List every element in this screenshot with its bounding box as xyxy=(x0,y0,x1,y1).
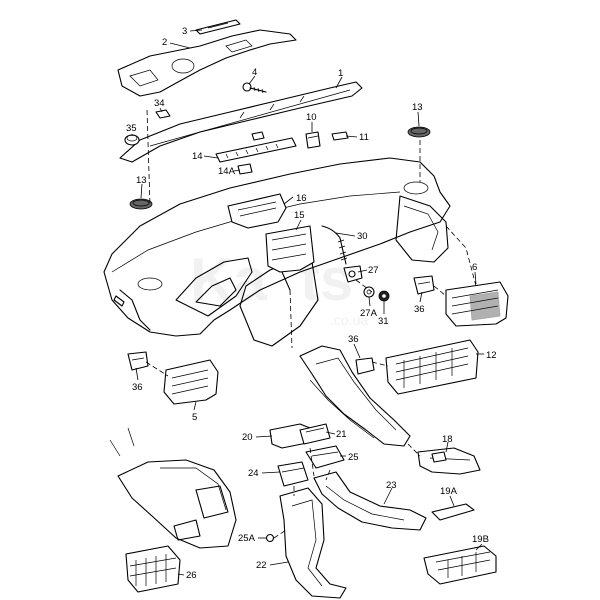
svg-text:.co.ua: .co.ua xyxy=(330,312,368,328)
part-22-floor-duct xyxy=(279,487,347,599)
part-2-upper-trim-panel xyxy=(117,29,297,97)
part-27A-washer xyxy=(363,286,375,298)
callout-5: 5 xyxy=(192,412,197,423)
callout-20: 20 xyxy=(242,432,253,443)
assembly-lines xyxy=(145,109,477,539)
part-10-sensor xyxy=(305,131,321,149)
callout-13-right: 13 xyxy=(412,102,423,113)
part-4-screw xyxy=(242,82,267,94)
part-13-speaker-grille-left xyxy=(129,198,153,210)
part-3-trim-strip xyxy=(195,19,241,35)
part-5-side-vent-left xyxy=(163,359,219,405)
callout-27A: 27A xyxy=(360,308,378,319)
part-36-bracket-middle xyxy=(355,357,375,375)
part-25A-clip xyxy=(265,533,275,543)
rear-console-inset xyxy=(109,427,237,549)
callout-12: 12 xyxy=(486,350,497,361)
part-13-speaker-grille-right xyxy=(407,126,431,138)
callout-25: 25 xyxy=(348,452,359,463)
callout-30: 30 xyxy=(357,231,368,242)
callout-22: 22 xyxy=(256,560,267,571)
callout-36-right: 36 xyxy=(414,304,425,315)
part-19A-seal xyxy=(431,503,475,521)
part-36-bracket-right xyxy=(413,275,435,295)
part-16-center-vent xyxy=(227,193,287,229)
part-15-center-duct xyxy=(265,225,315,291)
part-24-duct-piece xyxy=(277,461,309,487)
callout-36-left: 36 xyxy=(132,382,143,393)
part-14-defrost-vent xyxy=(215,131,297,163)
callout-31: 31 xyxy=(378,316,389,327)
callout-1: 1 xyxy=(338,68,343,79)
callout-13-left: 13 xyxy=(136,175,147,186)
callout-27: 27 xyxy=(368,265,379,276)
callout-24: 24 xyxy=(248,468,259,479)
part-18-rear-duct xyxy=(417,447,481,475)
part-1-dash-cover xyxy=(119,81,363,163)
callout-19B: 19B xyxy=(472,534,489,545)
part-31-nut xyxy=(378,290,390,302)
callout-16: 16 xyxy=(296,193,307,204)
part-11-clip xyxy=(331,131,349,141)
callout-2: 2 xyxy=(162,37,167,48)
callout-18: 18 xyxy=(442,434,453,445)
callout-labels: 1 2 3 4 5 6 10 11 12 13 13 14 14A 15 16 … xyxy=(126,26,497,581)
part-12-center-vent xyxy=(385,339,479,395)
callout-14: 14 xyxy=(192,151,203,162)
callout-36-middle: 36 xyxy=(348,334,359,345)
callout-19A: 19A xyxy=(440,486,458,497)
callout-3: 3 xyxy=(182,26,187,37)
part-6-side-vent-right xyxy=(445,281,509,327)
part-23-floor-duct xyxy=(313,471,427,531)
callout-4: 4 xyxy=(252,67,257,78)
part-25-duct-piece xyxy=(305,445,345,469)
part-35-cap xyxy=(124,134,140,146)
part-30-cable xyxy=(321,225,348,265)
part-36-bracket-left xyxy=(127,351,149,371)
callout-15: 15 xyxy=(294,210,305,221)
part-14A-clip xyxy=(237,163,253,175)
part-34-clip xyxy=(155,109,171,119)
center-air-duct xyxy=(299,345,411,447)
callout-23: 23 xyxy=(386,480,397,491)
leader-lines xyxy=(131,29,484,576)
callout-10: 10 xyxy=(306,112,317,123)
part-19B-rear-vent xyxy=(423,545,497,585)
part-21-duct-connector xyxy=(299,423,331,445)
part-27-bracket xyxy=(343,265,363,283)
callout-34: 34 xyxy=(154,98,165,109)
callout-26: 26 xyxy=(186,570,197,581)
callout-11: 11 xyxy=(359,132,369,143)
callout-14A: 14A xyxy=(218,166,236,177)
callout-21: 21 xyxy=(336,429,347,440)
callout-6: 6 xyxy=(472,262,477,273)
part-26-rear-vent-grille xyxy=(125,545,181,593)
callout-25A: 25A xyxy=(238,533,256,544)
callout-35: 35 xyxy=(126,123,137,134)
